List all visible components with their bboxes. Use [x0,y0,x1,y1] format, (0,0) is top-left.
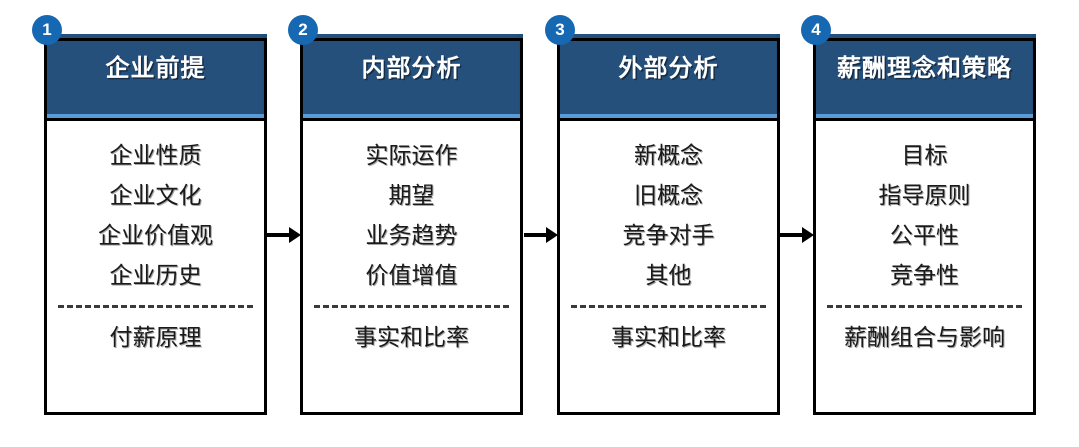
arrow-head [546,227,558,243]
list-item: 实际运作 [365,142,458,168]
arrow-shaft [524,233,550,237]
stage-footer-3: 事实和比率 [611,324,726,350]
list-item: 企业性质 [109,142,202,168]
arrow-right-icon [524,227,558,243]
stage-badge-1: 1 [32,15,62,45]
header-accent-bottom-4 [813,114,1036,120]
stage-body-3: 新概念 旧概念 竞争对手 其他 事实和比率 [557,118,780,415]
header-fill-2 [302,34,523,120]
list-item: 价值增值 [365,262,458,288]
arrow-right-icon [780,227,814,243]
list-item: 期望 [388,182,435,208]
header-accent-bottom-2 [300,114,523,120]
header-fill-3 [559,34,780,120]
list-item: 竞争性 [890,262,959,288]
stage-header-2: 内部分析 [300,34,523,122]
dashed-divider [58,305,253,308]
stage-body-1: 企业性质 企业文化 企业价值观 企业历史 付薪原理 [44,118,267,415]
stage-title-1: 企业前提 [105,55,206,82]
stage-header-3: 外部分析 [557,34,780,122]
stage-title-3: 外部分析 [618,55,719,82]
dashed-divider [827,305,1022,308]
list-item: 企业历史 [109,262,202,288]
header-fill-4 [815,34,1036,120]
flow-stage-3[interactable]: 3 外部分析 新概念 旧概念 竞争对手 其他 事实和比率 [545,15,780,415]
list-item: 目标 [901,142,948,168]
header-accent-bottom-3 [557,114,780,120]
list-item: 企业价值观 [98,222,213,248]
stage-header-4: 薪酬理念和策略 [813,34,1036,122]
stage-item-list-2: 实际运作 期望 业务趋势 价值增值 事实和比率 [303,135,520,358]
stage-title-4: 薪酬理念和策略 [837,55,1012,82]
stage-body-4: 目标 指导原则 公平性 竞争性 薪酬组合与影响 [813,118,1036,415]
arrow-right-icon [267,227,301,243]
stage-footer-1: 付薪原理 [109,324,202,350]
stage-item-list-3: 新概念 旧概念 竞争对手 其他 事实和比率 [560,135,777,358]
arrow-shaft [780,233,806,237]
flow-stage-1[interactable]: 1 企业前提 企业性质 企业文化 企业价值观 企业历史 付薪原理 [32,15,267,415]
stage-footer-4: 薪酬组合与影响 [844,324,1005,350]
stage-footer-2: 事实和比率 [354,324,469,350]
list-item: 企业文化 [109,182,202,208]
arrow-shaft [267,233,293,237]
header-accent-bottom-1 [44,114,267,120]
header-fill-1 [46,34,267,120]
list-item: 指导原则 [878,182,971,208]
flow-stage-2[interactable]: 2 内部分析 实际运作 期望 业务趋势 价值增值 事实和比率 [288,15,523,415]
dashed-divider [571,305,766,308]
stage-badge-4: 4 [801,15,831,45]
list-item: 公平性 [890,222,959,248]
arrow-head [289,227,301,243]
list-item: 旧概念 [634,182,703,208]
stage-item-list-1: 企业性质 企业文化 企业价值观 企业历史 付薪原理 [47,135,264,358]
list-item: 竞争对手 [622,222,715,248]
stage-header-1: 企业前提 [44,34,267,122]
list-item: 其他 [645,262,692,288]
stage-body-2: 实际运作 期望 业务趋势 价值增值 事实和比率 [300,118,523,415]
stage-title-2: 内部分析 [361,55,462,82]
list-item: 新概念 [634,142,703,168]
flow-stage-4[interactable]: 4 薪酬理念和策略 目标 指导原则 公平性 竞争性 薪酬组合与影响 [801,15,1036,415]
stage-badge-3: 3 [545,15,575,45]
arrow-head [802,227,814,243]
list-item: 业务趋势 [365,222,458,248]
stage-badge-2: 2 [288,15,318,45]
stage-item-list-4: 目标 指导原则 公平性 竞争性 薪酬组合与影响 [816,135,1033,358]
dashed-divider [314,305,509,308]
